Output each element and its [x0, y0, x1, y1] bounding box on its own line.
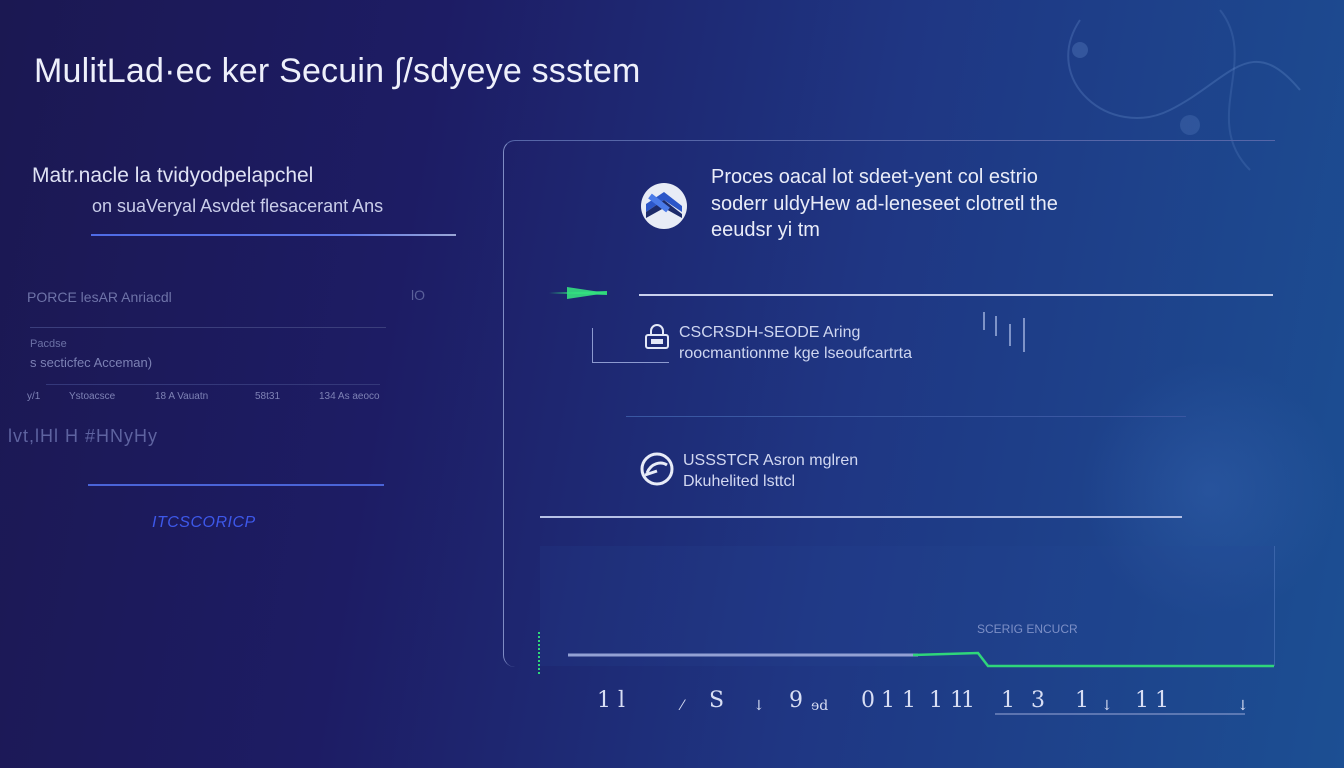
refresh-circle-icon[interactable]: [639, 451, 675, 487]
green-marker-icon: [538, 632, 540, 676]
card2-line2: roocmantionme kge lseoufcartrta: [679, 345, 912, 362]
stat-sub-value: s secticfec Acceman): [30, 355, 153, 370]
axis-label: 1: [1135, 688, 1149, 713]
axis-label: 9: [789, 688, 803, 713]
axis-label: S: [709, 688, 725, 713]
axis-label: 0: [861, 688, 875, 713]
lock-box-icon: [645, 324, 669, 349]
axis-label: 1: [1001, 688, 1015, 713]
axis-label: 1: [1075, 688, 1089, 713]
stat-col: 58t31: [255, 391, 281, 402]
card1-line2: soderr uldyHew ad-leneseet clotretl the: [711, 192, 1058, 215]
card1-divider: [639, 294, 1273, 296]
panel-footer-area: [540, 546, 1275, 666]
progress-bar: [568, 651, 1274, 668]
stat-col: 18 A Vauatn: [155, 391, 209, 402]
card1-line1: Proces oacal lot sdeet-yent col estrio: [711, 166, 1038, 188]
left-divider: [91, 234, 456, 236]
left-divider-2: [88, 484, 384, 486]
stat-col: y/1: [27, 391, 41, 402]
axis-label: ↓: [753, 698, 765, 714]
stat-sub-label: Pacdse: [30, 338, 67, 350]
left-link[interactable]: ITCSCORICP: [152, 514, 256, 531]
progress-fill: [912, 651, 1274, 668]
axis-label: 1 1: [929, 688, 964, 713]
axis-label: 1 l: [597, 688, 626, 713]
card3-line1: USSSTCR Asron mglren: [683, 452, 859, 469]
axis-baseline: [995, 713, 1245, 715]
stat-waveform: lvt,lHl H #HNyHy: [8, 426, 159, 446]
axis-label: 1: [961, 688, 975, 713]
axis-label: ɘd: [811, 698, 829, 714]
axis-label: ↓: [1101, 698, 1113, 714]
axis-label: ⁄: [681, 698, 684, 714]
stat-col: 134 As aeoco: [319, 391, 380, 402]
card1-line3: eeudsr yi tm: [711, 219, 820, 241]
axis-label: 3: [1031, 688, 1045, 713]
axis-label: ↓: [1237, 698, 1249, 714]
card3-line2: Dkuhelited lsttcl: [683, 473, 796, 490]
card2-divider: [626, 416, 1186, 417]
stat-col: Ystoacsce: [69, 391, 116, 402]
stat-divider-2: [46, 384, 380, 385]
card1-text: Proces oacal lot sdeet-yent col estrio s…: [711, 164, 1058, 244]
shield-logo-icon: [641, 183, 687, 229]
stat-columns: y/1 Ystoacsce 18 A Vauatn 58t31 134 As a…: [27, 391, 387, 405]
card2-line1: CSCRSDH-SEODE Aring: [679, 324, 861, 341]
bottom-axis: 1 l ⁄ S ↓ 9 ɘd 0 1 1 1 1 1 1 3 1 ↓ 1 1 ↓: [595, 684, 1255, 724]
status-label: SCERIG ENCUCR: [977, 622, 1078, 636]
arrow-left-icon[interactable]: [549, 285, 609, 301]
signal-ticks-icon: [983, 312, 1025, 352]
decorative-swirl-graphic: [1067, 9, 1301, 171]
main-panel: [503, 140, 1275, 667]
left-subtitle-line2: on suaVeryal Asvdet flesacerant Ans: [92, 196, 384, 216]
stat-divider: [30, 327, 386, 328]
stat-toggle-icon[interactable]: lO: [411, 287, 425, 303]
axis-label: 1 1: [881, 688, 916, 713]
card3-divider: [540, 516, 1182, 518]
axis-label: 1: [1155, 688, 1169, 713]
stat-label: PORCE lesAR Anriacdl: [27, 289, 172, 305]
page-title: MulitLad·ec ker Secuin ∫/sdyeye ssstem: [34, 52, 641, 90]
left-subtitle-line1: Matr.nacle la tvidyodpelapchel: [32, 164, 314, 187]
card2-bracket: [592, 328, 669, 363]
